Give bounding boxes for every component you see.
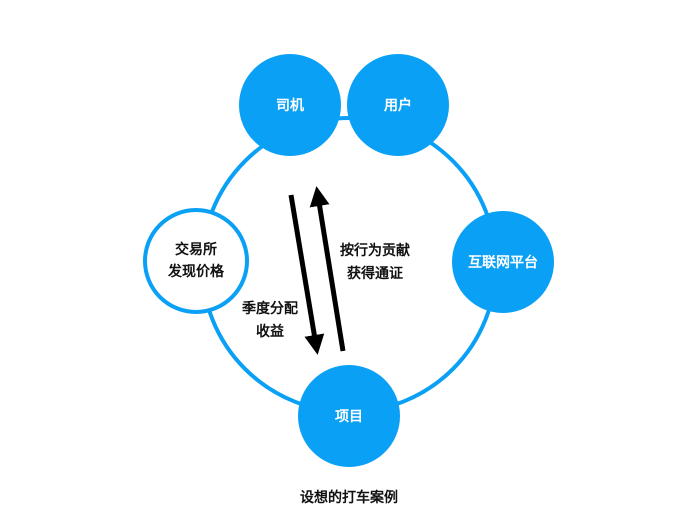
arrow-down-label-2: 收益 — [256, 323, 284, 340]
arrow-up — [309, 186, 346, 352]
node-platform: 互联网平台 — [452, 211, 554, 313]
node-exchange-label-1: 交易所 — [175, 241, 217, 258]
node-project-label: 项目 — [335, 409, 363, 425]
node-exchange-label-2: 发现价格 — [167, 263, 225, 280]
node-user-label: 用户 — [384, 97, 412, 114]
node-driver-label: 司机 — [276, 97, 304, 114]
arrow-up-label-1: 按行为贡献 — [340, 242, 410, 259]
caption: 设想的打车案例 — [300, 489, 398, 506]
node-platform-label: 互联网平台 — [468, 254, 538, 271]
node-exchange: 交易所 发现价格 — [143, 208, 249, 314]
arrow-down-label-1: 季度分配 — [241, 300, 298, 317]
node-user: 用户 — [347, 54, 449, 156]
node-driver: 司机 — [239, 54, 341, 156]
arrow-up-label-2: 获得通证 — [347, 265, 403, 282]
node-project: 项目 — [298, 365, 400, 467]
arrow-down — [288, 194, 325, 355]
